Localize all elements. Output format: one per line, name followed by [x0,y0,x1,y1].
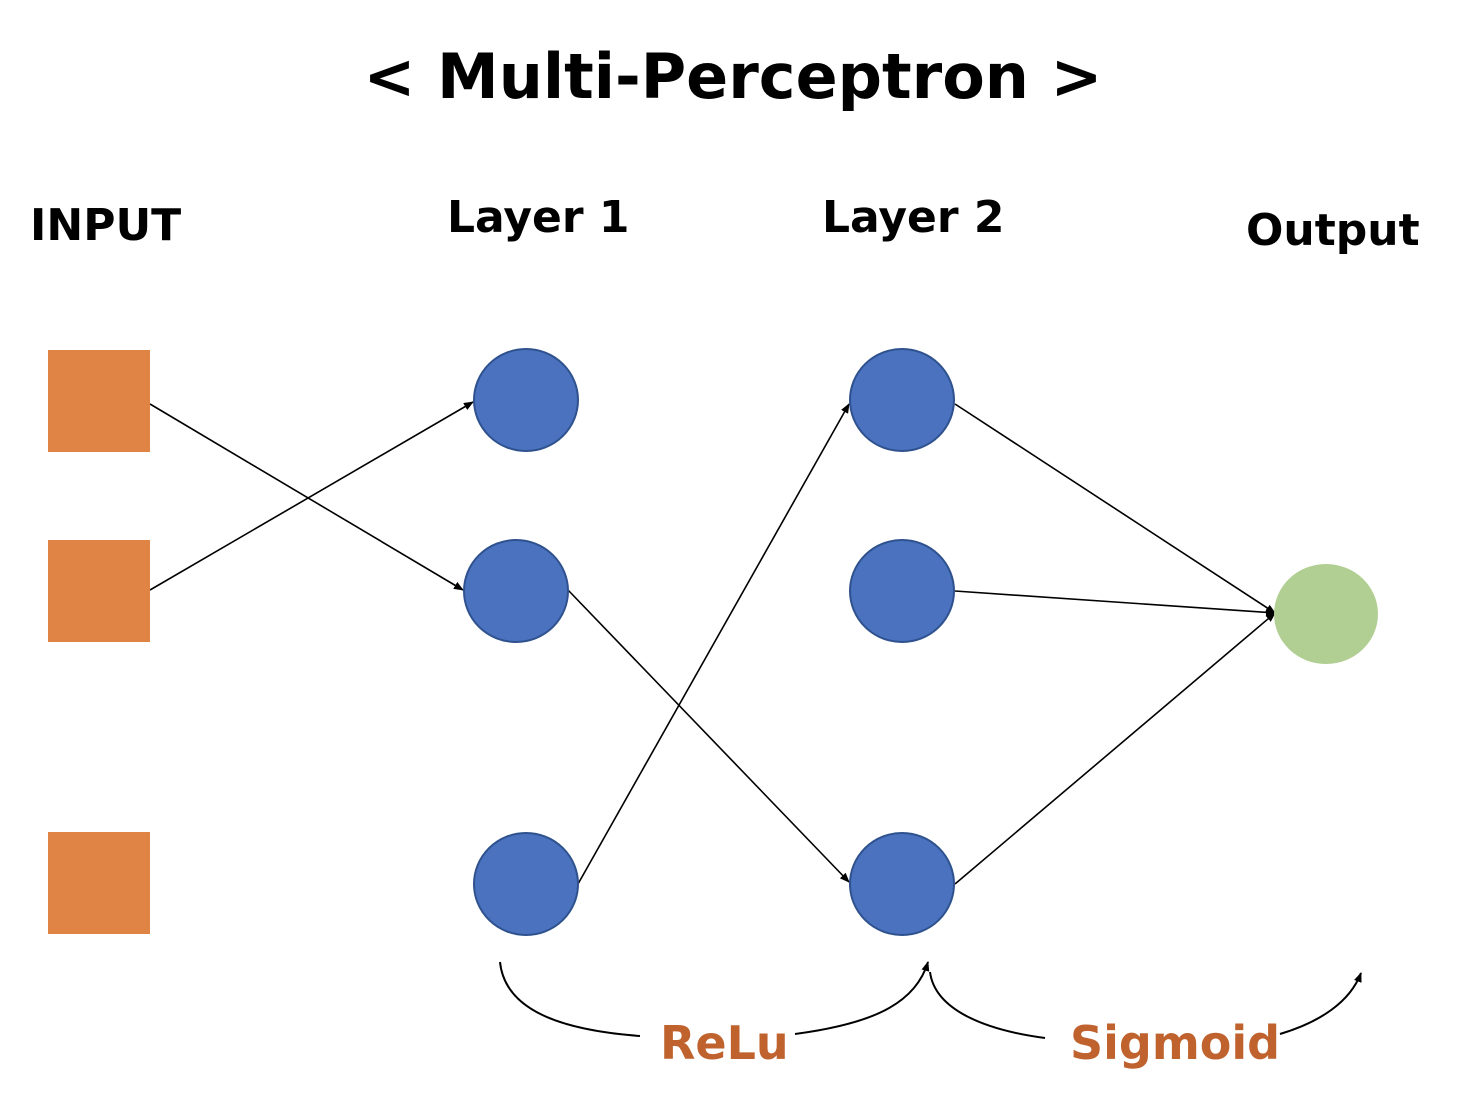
edge-l2-node3-to-output [954,612,1276,885]
edge-l2-node2-to-output [954,590,1276,617]
layer1-node-2 [463,539,569,643]
edge-input2-to-l1-node1 [149,401,474,591]
arc-sigmoid-right [1279,972,1362,1035]
edge-input1-to-l1-node2 [149,403,464,591]
layer2-node-3 [849,832,955,936]
column-label-input: INPUT [30,200,182,251]
activation-label-relu: ReLu [660,1016,789,1070]
layer1-node-3 [473,832,579,936]
layer2-node-2 [849,539,955,643]
arc-relu-left [499,961,641,1037]
column-label-output: Output [1246,205,1420,256]
output-node [1274,564,1378,664]
activation-label-sigmoid: Sigmoid [1070,1016,1281,1070]
diagram-title: < Multi-Perceptron > [363,40,1103,113]
column-label-layer1: Layer 1 [447,192,630,243]
input-node-1 [48,350,150,452]
input-node-2 [48,540,150,642]
column-label-layer2: Layer 2 [822,192,1005,243]
edge-l2-node1-to-output [954,403,1276,614]
input-node-3 [48,832,150,934]
edge-l1-node3-to-l2-node1 [577,403,850,885]
arc-relu-right [794,961,930,1035]
layer1-node-1 [473,348,579,452]
layer2-node-1 [849,348,955,452]
arc-sigmoid-left [929,971,1046,1039]
edge-l1-node2-to-l2-node3 [567,589,850,883]
